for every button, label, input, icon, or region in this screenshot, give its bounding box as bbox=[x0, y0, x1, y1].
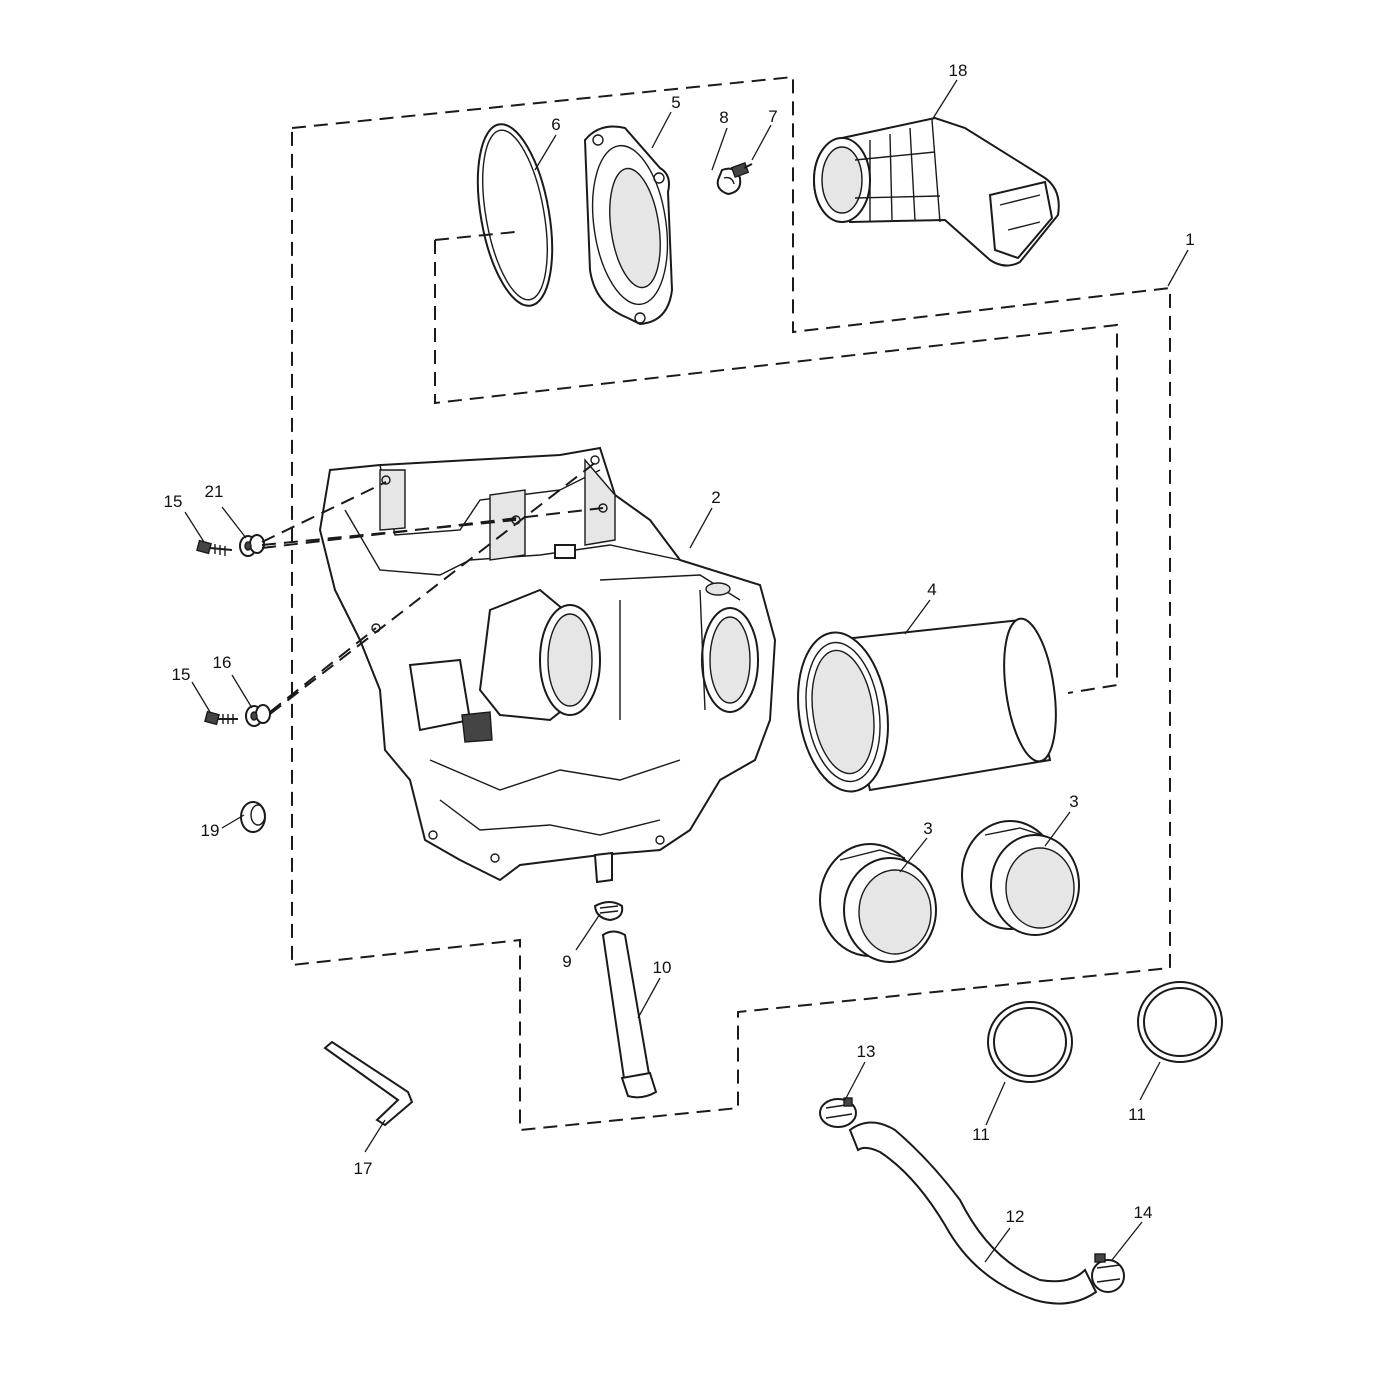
callout-10: 10 bbox=[653, 958, 672, 977]
callout-13: 13 bbox=[857, 1042, 876, 1061]
air-filter-part bbox=[797, 617, 1057, 793]
drain-clip-part bbox=[593, 901, 624, 922]
drain-nipple bbox=[593, 851, 613, 884]
callout-5: 5 bbox=[671, 93, 680, 112]
hose-clamp-part-lower bbox=[1091, 1253, 1125, 1293]
drain-tube-part bbox=[601, 930, 658, 1099]
o-ring-part bbox=[476, 123, 554, 307]
intake-duct-part bbox=[813, 116, 1060, 267]
callout-11-right: 11 bbox=[1128, 1105, 1146, 1124]
plug-part bbox=[240, 801, 266, 833]
callout-11-left: 11 bbox=[972, 1125, 990, 1144]
bolt-part-upper bbox=[196, 539, 233, 556]
breather-hose-part bbox=[848, 1121, 1098, 1305]
mounting-alignment-lines bbox=[261, 461, 604, 715]
airbox-housing-part bbox=[318, 446, 777, 882]
callout-12: 12 bbox=[1006, 1207, 1025, 1226]
grommet-part-lower bbox=[245, 704, 271, 727]
callout-14: 14 bbox=[1134, 1203, 1153, 1222]
callout-3-right: 3 bbox=[1069, 792, 1078, 811]
callout-4: 4 bbox=[927, 580, 936, 599]
intake-boot-part-right bbox=[961, 820, 1080, 936]
o-ring-pair-part bbox=[987, 981, 1223, 1083]
callout-17: 17 bbox=[354, 1159, 373, 1178]
callout-8: 8 bbox=[719, 108, 728, 127]
screw-part bbox=[730, 162, 753, 178]
intake-boot-part-left bbox=[819, 843, 937, 963]
callout-18: 18 bbox=[949, 61, 968, 80]
callout-9: 9 bbox=[562, 952, 571, 971]
filter-group-outline bbox=[434, 231, 1118, 694]
callout-2: 2 bbox=[711, 488, 720, 507]
flange-plate-part bbox=[583, 125, 674, 326]
hose-clamp-part-upper bbox=[819, 1097, 857, 1128]
callout-19: 19 bbox=[201, 821, 220, 840]
callout-7: 7 bbox=[768, 107, 777, 126]
hex-key-part bbox=[323, 1040, 414, 1127]
callout-15-lower: 15 bbox=[172, 665, 191, 684]
callout-6: 6 bbox=[551, 115, 560, 134]
callout-3-left: 3 bbox=[923, 819, 932, 838]
leader-lines bbox=[184, 79, 1189, 1263]
bolt-part-lower bbox=[204, 710, 238, 726]
callout-16: 16 bbox=[213, 653, 232, 672]
grommet-part-upper bbox=[239, 534, 265, 557]
kit-boundary-outline bbox=[291, 75, 1171, 1132]
callout-21: 21 bbox=[205, 482, 224, 501]
callout-1: 1 bbox=[1185, 230, 1194, 249]
callout-15-upper: 15 bbox=[164, 492, 183, 511]
